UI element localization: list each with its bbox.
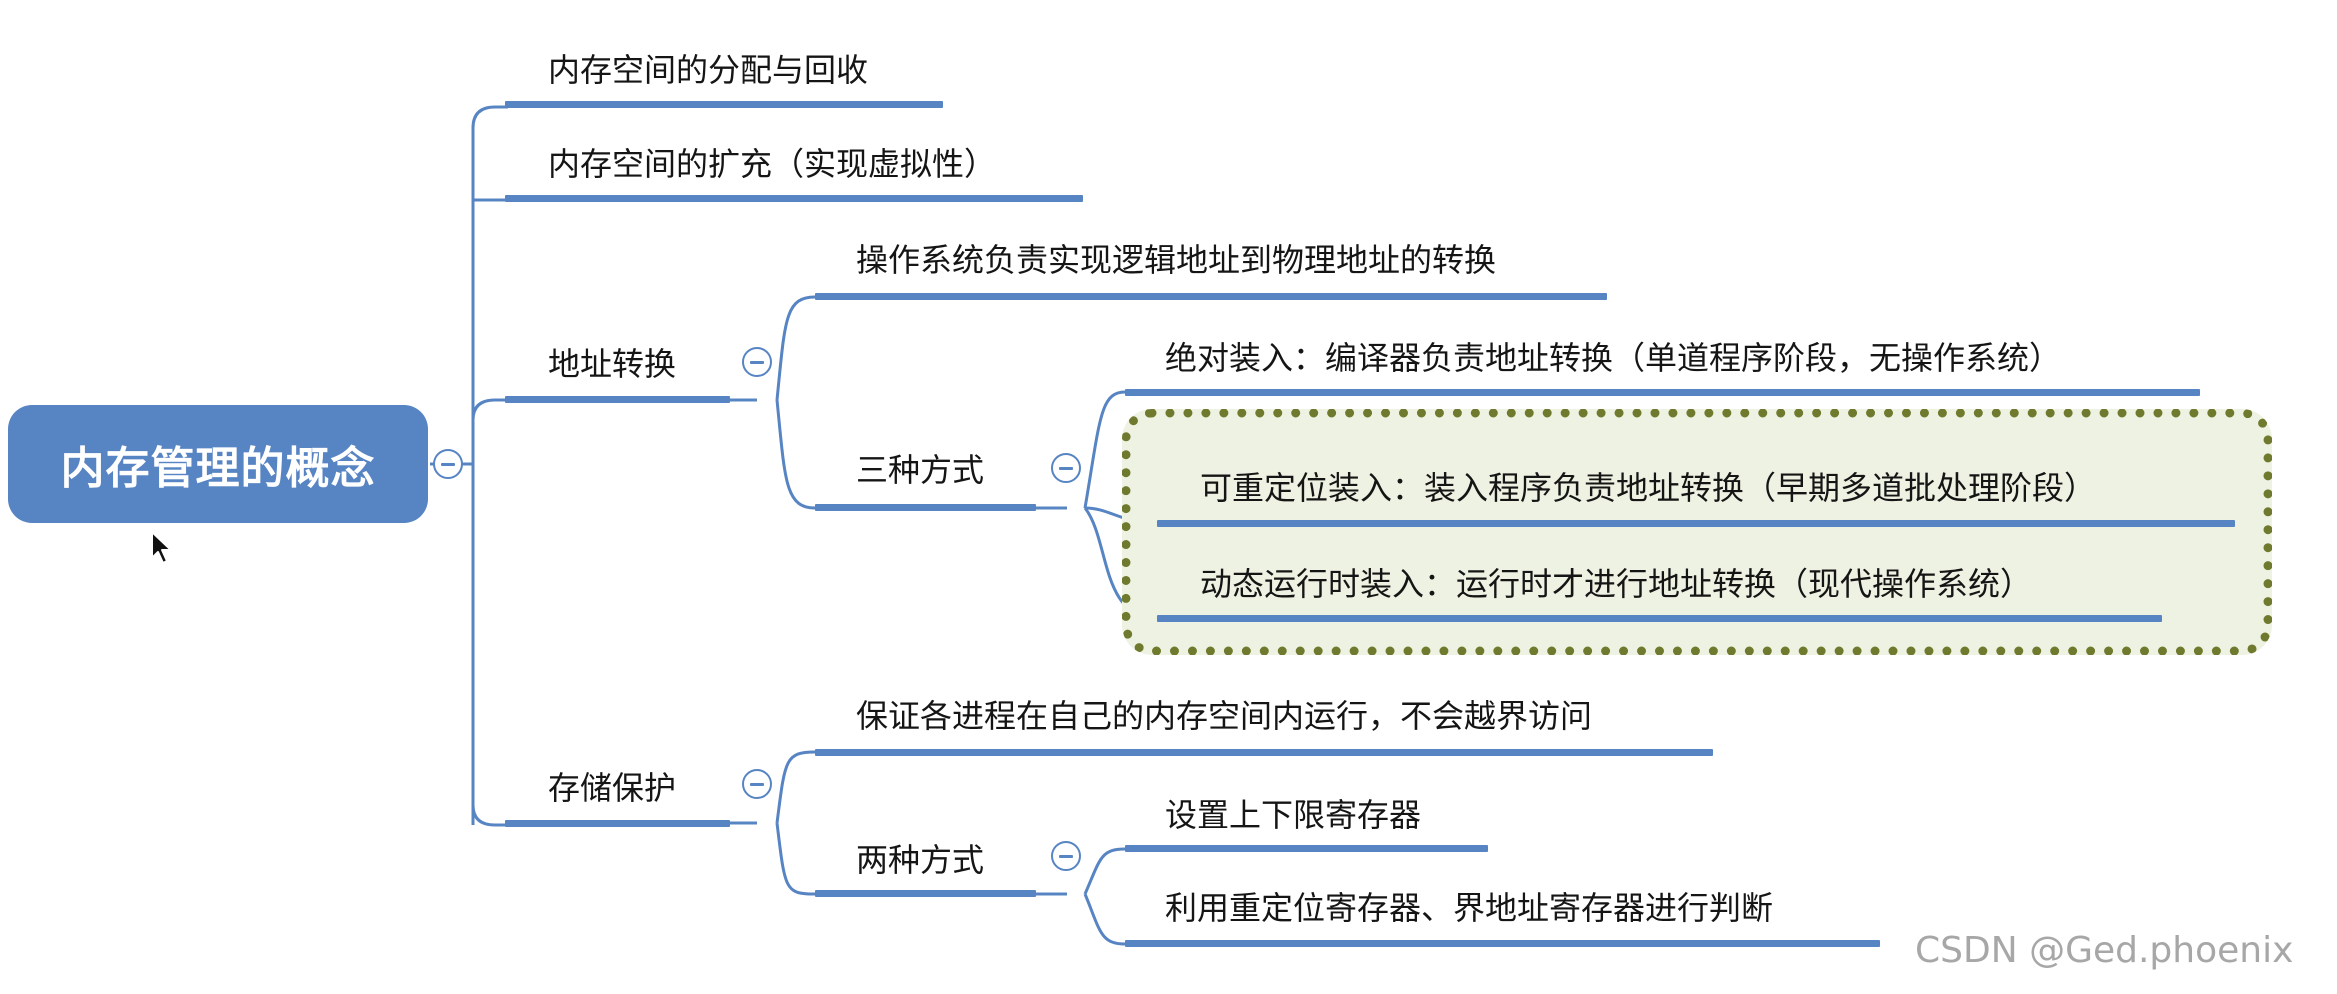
edge-to-alloc: [471, 105, 508, 129]
root-node[interactable]: 内存管理的概念: [8, 405, 428, 523]
watermark: CSDN @Ged.phoenix: [1915, 930, 2294, 971]
node-addr-label[interactable]: 地址转换: [548, 345, 677, 383]
node-three-ways-label[interactable]: 三种方式: [856, 451, 985, 489]
node-expand-underline: [505, 195, 1083, 202]
two-ways-collapse-toggle[interactable]: [1051, 841, 1081, 871]
node-two-ways-label[interactable]: 两种方式: [856, 841, 985, 879]
addr-collapse-toggle[interactable]: [742, 347, 772, 377]
node-alloc-underline: [505, 101, 943, 108]
minus-circle-icon: [1059, 466, 1073, 470]
edge-to-protect: [471, 804, 508, 827]
node-bounds-label[interactable]: 设置上下限寄存器: [1165, 796, 1422, 834]
node-absolute-label[interactable]: 绝对装入：编译器负责地址转换（单道程序阶段，无操作系统）: [1165, 339, 2062, 377]
node-alloc-label[interactable]: 内存空间的分配与回收: [548, 51, 869, 89]
highlight-group-box: [1122, 409, 2272, 655]
node-relocatable-underline: [1157, 520, 2235, 527]
edge-addr-to-ways: [775, 399, 816, 510]
minus-circle-icon: [750, 360, 764, 364]
minus-circle-icon: [441, 462, 455, 466]
root-label: 内存管理的概念: [60, 443, 376, 494]
root-collapse-toggle[interactable]: [433, 449, 463, 479]
node-relocation-register-label[interactable]: 利用重定位寄存器、界地址寄存器进行判断: [1165, 889, 1774, 927]
node-protect-underline: [505, 820, 730, 827]
node-guarantee-underline: [815, 749, 1713, 756]
edge-to-addr: [471, 398, 508, 421]
node-os-responsible-label[interactable]: 操作系统负责实现逻辑地址到物理地址的转换: [856, 241, 1497, 279]
node-dynamic-label[interactable]: 动态运行时装入：运行时才进行地址转换（现代操作系统）: [1200, 565, 2033, 603]
node-protect-label[interactable]: 存储保护: [548, 769, 677, 807]
node-three-ways-underline: [815, 504, 1036, 511]
node-bounds-underline: [1125, 845, 1488, 852]
node-two-ways-underline: [815, 890, 1036, 897]
node-relocatable-label[interactable]: 可重定位装入：装入程序负责地址转换（早期多道批处理阶段）: [1200, 469, 2097, 507]
minus-circle-icon: [1059, 854, 1073, 858]
mouse-pointer-icon: [151, 531, 172, 564]
edge-ways-to-absolute: [1083, 390, 1126, 509]
node-relocation-register-underline: [1125, 940, 1880, 947]
node-dynamic-underline: [1157, 615, 2162, 622]
edge-two-ways-to-bounds: [1083, 847, 1126, 895]
node-absolute-underline: [1125, 389, 2200, 396]
edge-addr-to-os: [775, 295, 816, 401]
three-ways-collapse-toggle[interactable]: [1051, 453, 1081, 483]
protect-collapse-toggle[interactable]: [742, 769, 772, 799]
edge-protect-to-guarantee: [775, 750, 816, 824]
minus-circle-icon: [750, 782, 764, 786]
node-guarantee-label[interactable]: 保证各进程在自己的内存空间内运行，不会越界访问: [856, 697, 1593, 735]
node-expand-label[interactable]: 内存空间的扩充（实现虚拟性）: [548, 145, 997, 183]
edge-two-ways-to-reloc: [1083, 893, 1126, 946]
edge-protect-to-ways: [775, 822, 816, 896]
node-os-responsible-underline: [815, 293, 1607, 300]
node-addr-underline: [505, 396, 730, 403]
